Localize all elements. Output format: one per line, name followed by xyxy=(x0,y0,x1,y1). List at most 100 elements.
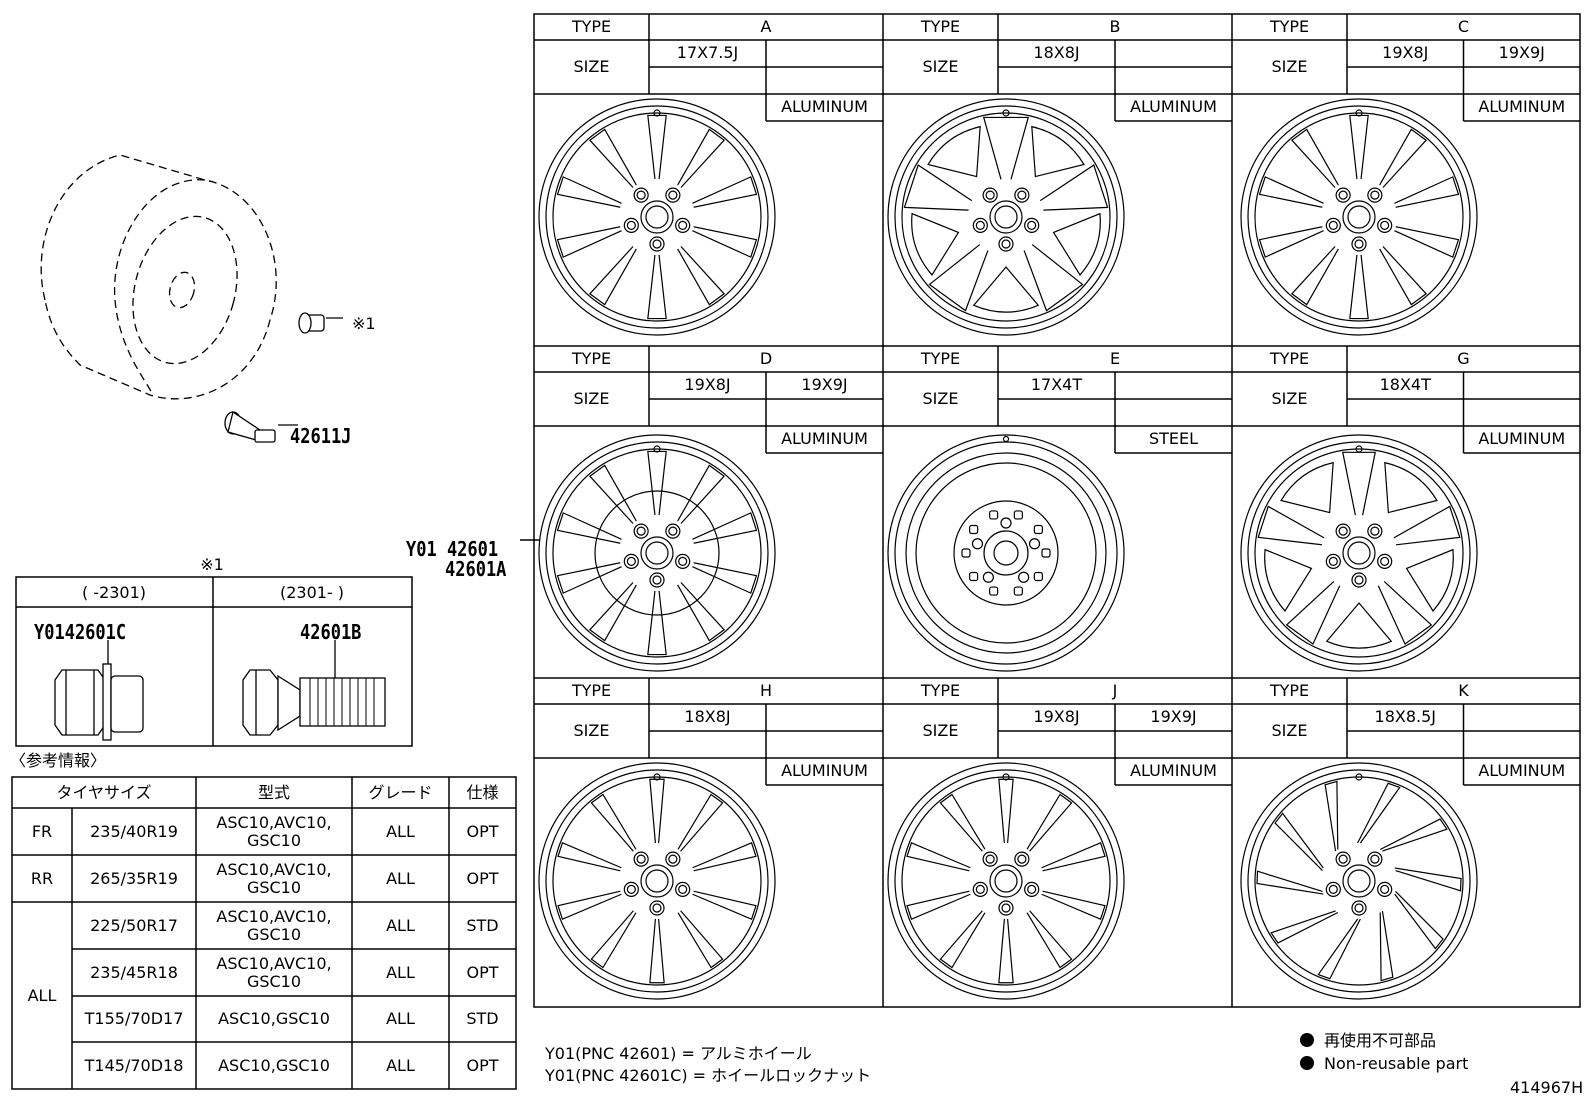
nut-table-title: ※1 xyxy=(200,555,224,574)
wheel-C-drawing[interactable] xyxy=(1240,98,1478,336)
material-B: ALUMINUM xyxy=(1130,97,1217,116)
ref-header-tire: タイヤサイズ xyxy=(56,782,152,802)
size-label: SIZE xyxy=(922,389,959,408)
material-C: ALUMINUM xyxy=(1478,97,1566,116)
size-value-D-1: 19X8J xyxy=(684,375,731,394)
type-label: TYPE xyxy=(1269,17,1310,36)
nut-col2-header: (2301- ) xyxy=(279,583,345,602)
type-label: TYPE xyxy=(571,17,612,36)
ref-spec: OPT xyxy=(466,821,499,841)
main-part-number-alt[interactable]: 42601A xyxy=(445,557,507,581)
valve-part-number[interactable]: 42611J xyxy=(290,424,352,448)
wheel-J-drawing[interactable] xyxy=(887,762,1125,1000)
ref-grade: ALL xyxy=(386,1009,415,1028)
wheel-K-drawing[interactable] xyxy=(1240,762,1478,1000)
ref-tire-size: T145/70D18 xyxy=(84,1055,184,1075)
size-value-C-1: 19X8J xyxy=(1382,43,1429,62)
reference-title: 〈参考情報〉 xyxy=(10,751,107,770)
type-value-J: J xyxy=(1112,681,1118,700)
material-J: ALUMINUM xyxy=(1130,761,1217,780)
size-label: SIZE xyxy=(922,57,959,76)
ref-model: ASC10,GSC10 xyxy=(218,1055,330,1075)
lug-bolt-part-number[interactable]: 42601B xyxy=(300,620,362,644)
nut-col1-header: ( -2301) xyxy=(81,583,147,602)
size-value-D-2: 19X9J xyxy=(801,375,848,394)
size-value-J-1: 19X8J xyxy=(1033,707,1080,726)
bullet-icon xyxy=(1300,1033,1314,1047)
ref-header-grade: グレード xyxy=(368,782,433,802)
type-value-D: D xyxy=(759,349,773,368)
ref-tire-size: 265/35R19 xyxy=(90,868,178,888)
lock-nut-drawing xyxy=(54,640,144,741)
ref-spec: OPT xyxy=(466,962,499,982)
type-value-C: C xyxy=(1457,17,1470,36)
type-value-E: E xyxy=(1109,349,1121,368)
figure-id: 414967H xyxy=(1510,1078,1584,1097)
ref-spec: OPT xyxy=(466,868,499,888)
size-label: SIZE xyxy=(573,389,610,408)
type-value-H: H xyxy=(759,681,773,700)
ref-model: ASC10,AVC10, GSC10 xyxy=(216,859,332,897)
ref-spec: STD xyxy=(466,1009,499,1028)
legend-text-en: Non-reusable part xyxy=(1324,1054,1469,1073)
legend-line-2: Non-reusable part xyxy=(1300,1054,1468,1073)
ref-tire-size: 235/40R19 xyxy=(90,821,178,841)
type-label: TYPE xyxy=(571,349,612,368)
ref-mark: ※1 xyxy=(352,314,376,333)
ref-spec: OPT xyxy=(466,1055,499,1075)
ref-grade: ALL xyxy=(386,915,415,935)
size-label: SIZE xyxy=(922,721,959,740)
type-label: TYPE xyxy=(571,681,612,700)
ref-tire-size: 235/45R18 xyxy=(90,962,178,982)
wheel-G-drawing[interactable] xyxy=(1240,434,1478,672)
size-value-J-2: 19X9J xyxy=(1150,707,1197,726)
ref-grade: ALL xyxy=(386,868,415,888)
wheel-grid-frame xyxy=(533,13,1581,1008)
ref-grade: ALL xyxy=(386,1055,415,1075)
legend-line-1: 再使用不可部品 xyxy=(1300,1027,1436,1051)
type-label: TYPE xyxy=(920,349,961,368)
ref-model: ASC10,GSC10 xyxy=(218,1009,330,1028)
material-D: ALUMINUM xyxy=(781,429,868,448)
ref-grade: ALL xyxy=(386,962,415,982)
legend-text-jp: 再使用不可部品 xyxy=(1324,1031,1437,1050)
wheel-D-drawing[interactable] xyxy=(538,434,776,672)
type-label: TYPE xyxy=(1269,681,1310,700)
size-value-E-1: 17X4T xyxy=(1030,375,1083,394)
ref-model: ASC10,AVC10, GSC10 xyxy=(216,953,332,991)
type-value-K: K xyxy=(1458,681,1469,700)
reference-table-frame xyxy=(11,776,517,1090)
wheel-H-drawing[interactable] xyxy=(538,762,776,1000)
wheel-A-drawing[interactable] xyxy=(538,98,776,336)
size-label: SIZE xyxy=(1271,57,1308,76)
ref-header-model: 型式 xyxy=(257,782,290,802)
size-value-C-2: 19X9J xyxy=(1498,43,1545,62)
main-part-number[interactable]: Y01 42601 xyxy=(406,537,499,561)
lock-nut-icon xyxy=(298,312,343,334)
size-label: SIZE xyxy=(1271,389,1308,408)
type-label: TYPE xyxy=(920,17,961,36)
ref-tire-size: 225/50R17 xyxy=(90,915,178,935)
size-value-G-1: 18X4T xyxy=(1379,375,1431,394)
size-value-B-1: 18X8J xyxy=(1033,43,1080,62)
size-value-A-1: 17X7.5J xyxy=(676,43,739,62)
type-value-B: B xyxy=(1109,17,1121,36)
tire-outline xyxy=(40,154,277,400)
ref-pos-all: ALL xyxy=(27,985,57,1005)
size-label: SIZE xyxy=(573,57,610,76)
material-E: STEEL xyxy=(1148,429,1199,448)
wheel-B-drawing[interactable] xyxy=(887,98,1125,336)
size-value-H-1: 18X8J xyxy=(684,707,731,726)
ref-pos-rr: RR xyxy=(30,868,54,888)
note-line-1: Y01(PNC 42601) = アルミホイール xyxy=(545,1044,812,1063)
ref-tire-size: T155/70D17 xyxy=(84,1009,184,1028)
material-H: ALUMINUM xyxy=(781,761,868,780)
lock-nut-part-number[interactable]: Y0142601C xyxy=(34,620,127,644)
ref-header-spec: 仕様 xyxy=(466,782,499,802)
size-label: SIZE xyxy=(1271,721,1308,740)
wheel-E-drawing[interactable] xyxy=(887,434,1125,672)
type-value-G: G xyxy=(1457,349,1470,368)
size-label: SIZE xyxy=(573,721,610,740)
material-A: ALUMINUM xyxy=(781,97,868,116)
material-K: ALUMINUM xyxy=(1478,761,1566,780)
